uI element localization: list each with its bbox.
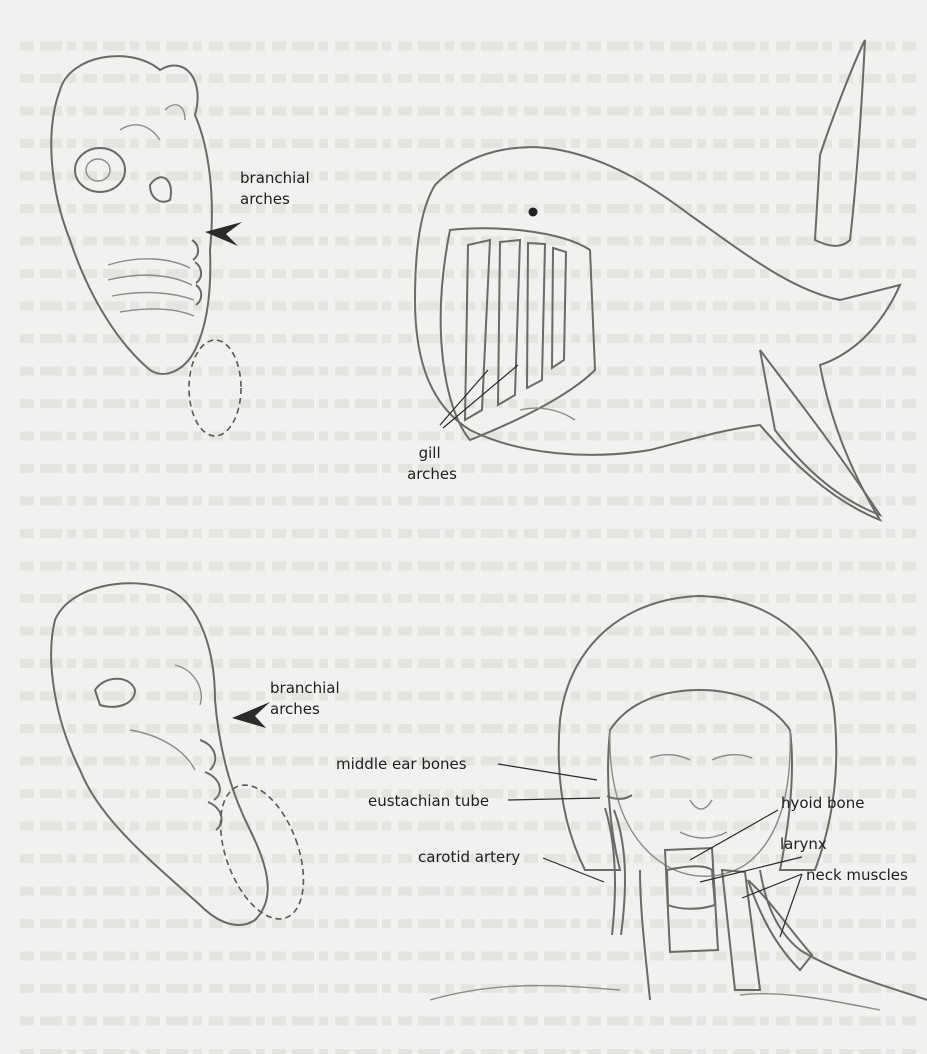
eustachian-tube-label: eustachian tube xyxy=(368,792,489,810)
middle-ear-bones-label: middle ear bones xyxy=(336,755,467,773)
neck-muscles-label: neck muscles xyxy=(806,866,908,884)
carotid-artery-label: carotid artery xyxy=(418,848,520,866)
hyoid-bone-label: hyoid bone xyxy=(781,794,864,812)
larynx-label: larynx xyxy=(780,835,827,853)
